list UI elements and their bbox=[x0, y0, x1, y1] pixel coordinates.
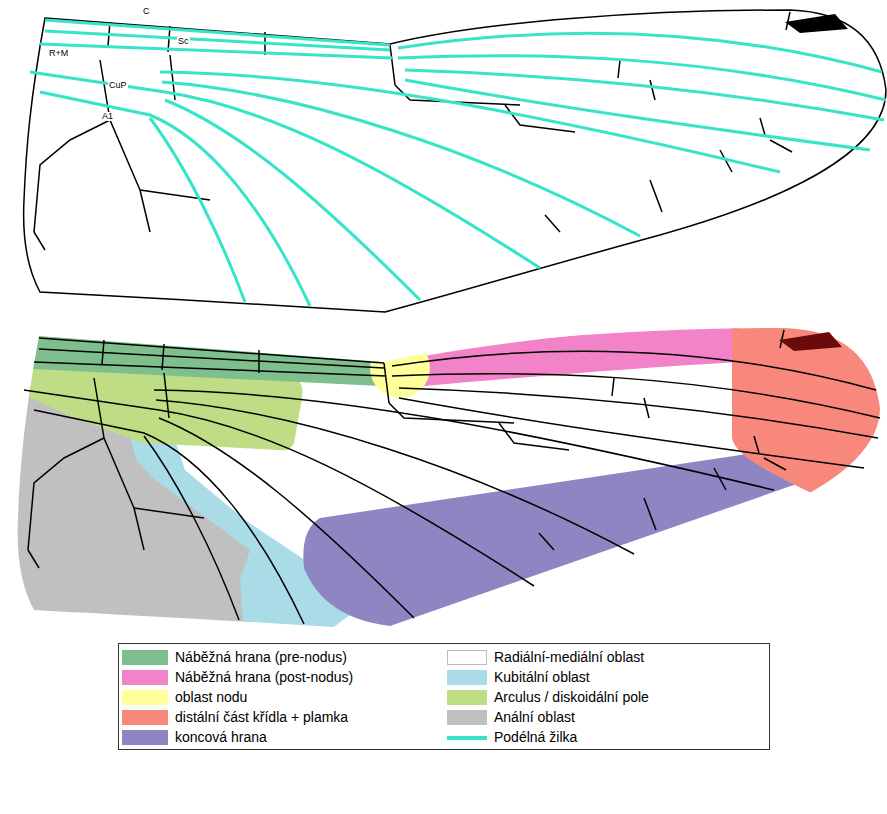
wing-veins-top bbox=[24, 10, 886, 312]
legend-box: Náběžná hrana (pre-nodus) Radiální-mediál… bbox=[118, 643, 770, 750]
legend-swatch bbox=[447, 690, 487, 705]
wing-regions-bottom bbox=[0, 318, 887, 648]
legend-text: Podélná žilka bbox=[494, 729, 577, 745]
vein-label: Sc bbox=[177, 37, 190, 46]
legend-item: Kubitální oblast bbox=[447, 668, 590, 686]
legend-swatch bbox=[447, 710, 487, 725]
legend-text: distální část křídla + plamka bbox=[175, 709, 348, 725]
legend-swatch bbox=[122, 730, 168, 745]
legend-swatch bbox=[122, 690, 168, 705]
legend-item: koncová hrana bbox=[122, 728, 267, 746]
legend-text: koncová hrana bbox=[175, 729, 267, 745]
legend-swatch bbox=[122, 670, 168, 685]
legend-item: oblast nodu bbox=[122, 688, 247, 706]
legend-text: Anální oblast bbox=[494, 709, 575, 725]
vein-label: A1 bbox=[101, 112, 114, 121]
legend-item: Arculus / diskoidální pole bbox=[447, 688, 649, 706]
legend-line-sample bbox=[447, 730, 487, 745]
legend-item: Náběžná hrana (post-nodus) bbox=[122, 668, 353, 686]
legend-text: oblast nodu bbox=[175, 689, 247, 705]
legend-item: distální část křídla + plamka bbox=[122, 708, 348, 726]
legend-item: Podélná žilka bbox=[447, 728, 577, 746]
vein-label: C bbox=[142, 7, 151, 16]
legend-item: Náběžná hrana (pre-nodus) bbox=[122, 648, 347, 666]
legend-text: Arculus / diskoidální pole bbox=[494, 689, 649, 705]
legend-item: Radiální-mediální oblast bbox=[447, 648, 644, 666]
legend-item: Anální oblast bbox=[447, 708, 575, 726]
legend-swatch bbox=[447, 650, 487, 665]
vein-label: R+M bbox=[48, 49, 69, 58]
legend-swatch bbox=[122, 650, 168, 665]
legend-swatch bbox=[122, 710, 168, 725]
legend-text: Kubitální oblast bbox=[494, 669, 590, 685]
legend-text: Náběžná hrana (post-nodus) bbox=[175, 669, 353, 685]
legend-swatch bbox=[447, 670, 487, 685]
vein-label: CuP bbox=[108, 81, 128, 90]
legend-text: Náběžná hrana (pre-nodus) bbox=[175, 649, 347, 665]
legend-text: Radiální-mediální oblast bbox=[494, 649, 644, 665]
